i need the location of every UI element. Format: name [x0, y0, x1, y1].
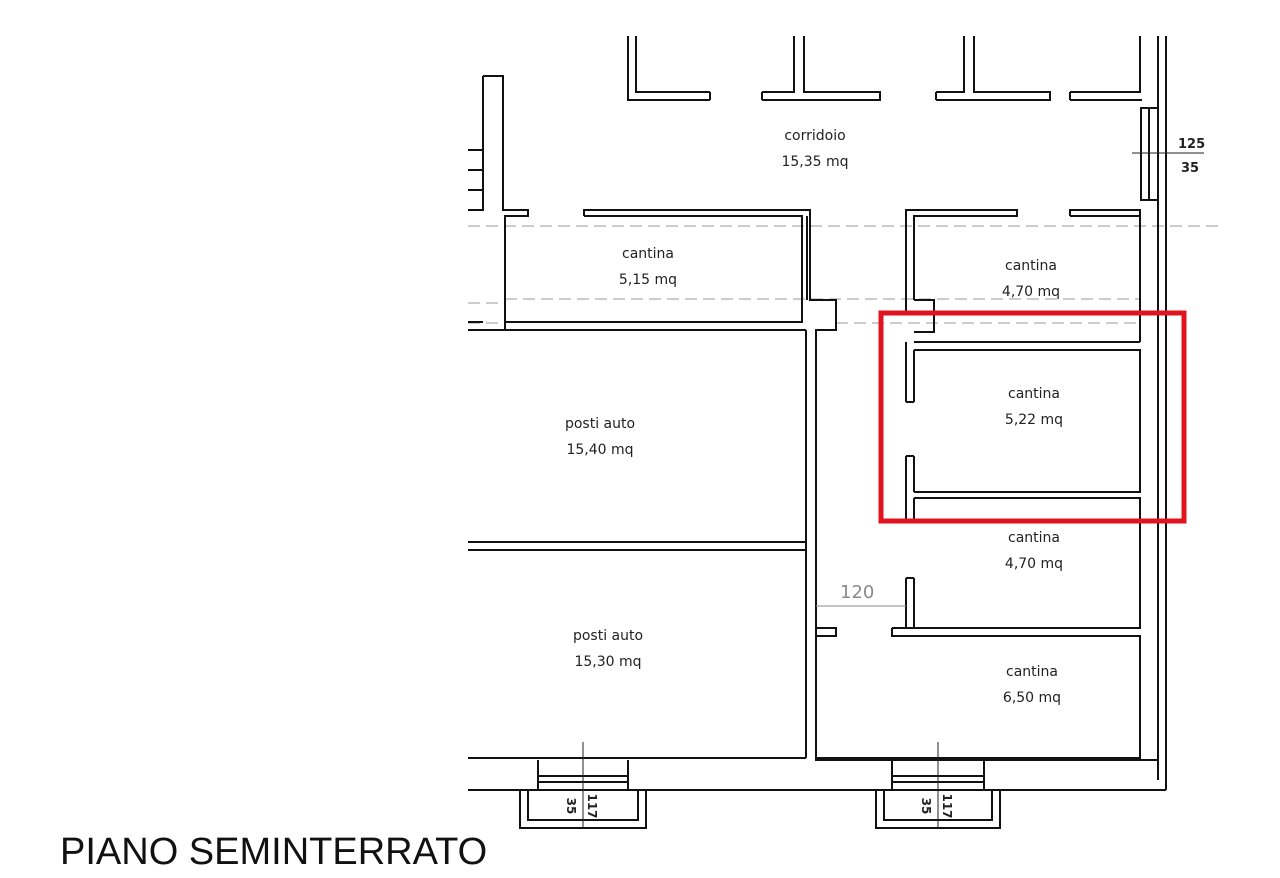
dimension-window-right-top: 125	[1178, 137, 1205, 152]
room-name-cantina-b: cantina	[1005, 258, 1057, 274]
room-name-posti-auto-b: posti auto	[573, 628, 643, 644]
dimension-window-bottom-right-b: 117	[940, 793, 954, 818]
room-name-cantina-e: cantina	[1006, 664, 1058, 680]
room-area-posti-auto-b: 15,30 mq	[574, 654, 641, 670]
room-area-corridoio: 15,35 mq	[781, 154, 848, 170]
dimension-window-right-bottom: 35	[1181, 161, 1199, 176]
room-name-corridoio: corridoio	[784, 128, 845, 144]
room-area-cantina-a: 5,15 mq	[619, 272, 677, 288]
dimension-labels: 125 35 120 35 117 35 117	[564, 137, 1205, 819]
room-area-posti-auto-a: 15,40 mq	[566, 442, 633, 458]
room-area-cantina-e: 6,50 mq	[1003, 690, 1061, 706]
room-area-cantina-b: 4,70 mq	[1002, 284, 1060, 300]
dimension-window-bottom-left-b: 117	[585, 793, 599, 818]
dashed-reference-lines	[468, 225, 1218, 324]
room-labels: corridoio 15,35 mq cantina 5,15 mq canti…	[565, 128, 1063, 706]
room-area-cantina-c: 5,22 mq	[1005, 412, 1063, 428]
dimension-window-bottom-left-a: 35	[564, 798, 578, 815]
dimension-passage-width: 120	[840, 582, 874, 603]
room-name-cantina-d: cantina	[1008, 530, 1060, 546]
highlight-box	[878, 310, 1187, 524]
room-name-cantina-c: cantina	[1008, 386, 1060, 402]
room-area-cantina-d: 4,70 mq	[1005, 556, 1063, 572]
room-name-posti-auto-a: posti auto	[565, 416, 635, 432]
room-name-cantina-a: cantina	[622, 246, 674, 262]
dimension-lines	[582, 152, 1204, 828]
drawing-title: PIANO SEMINTERRATO	[60, 831, 488, 873]
dimension-window-bottom-right-a: 35	[919, 798, 933, 815]
